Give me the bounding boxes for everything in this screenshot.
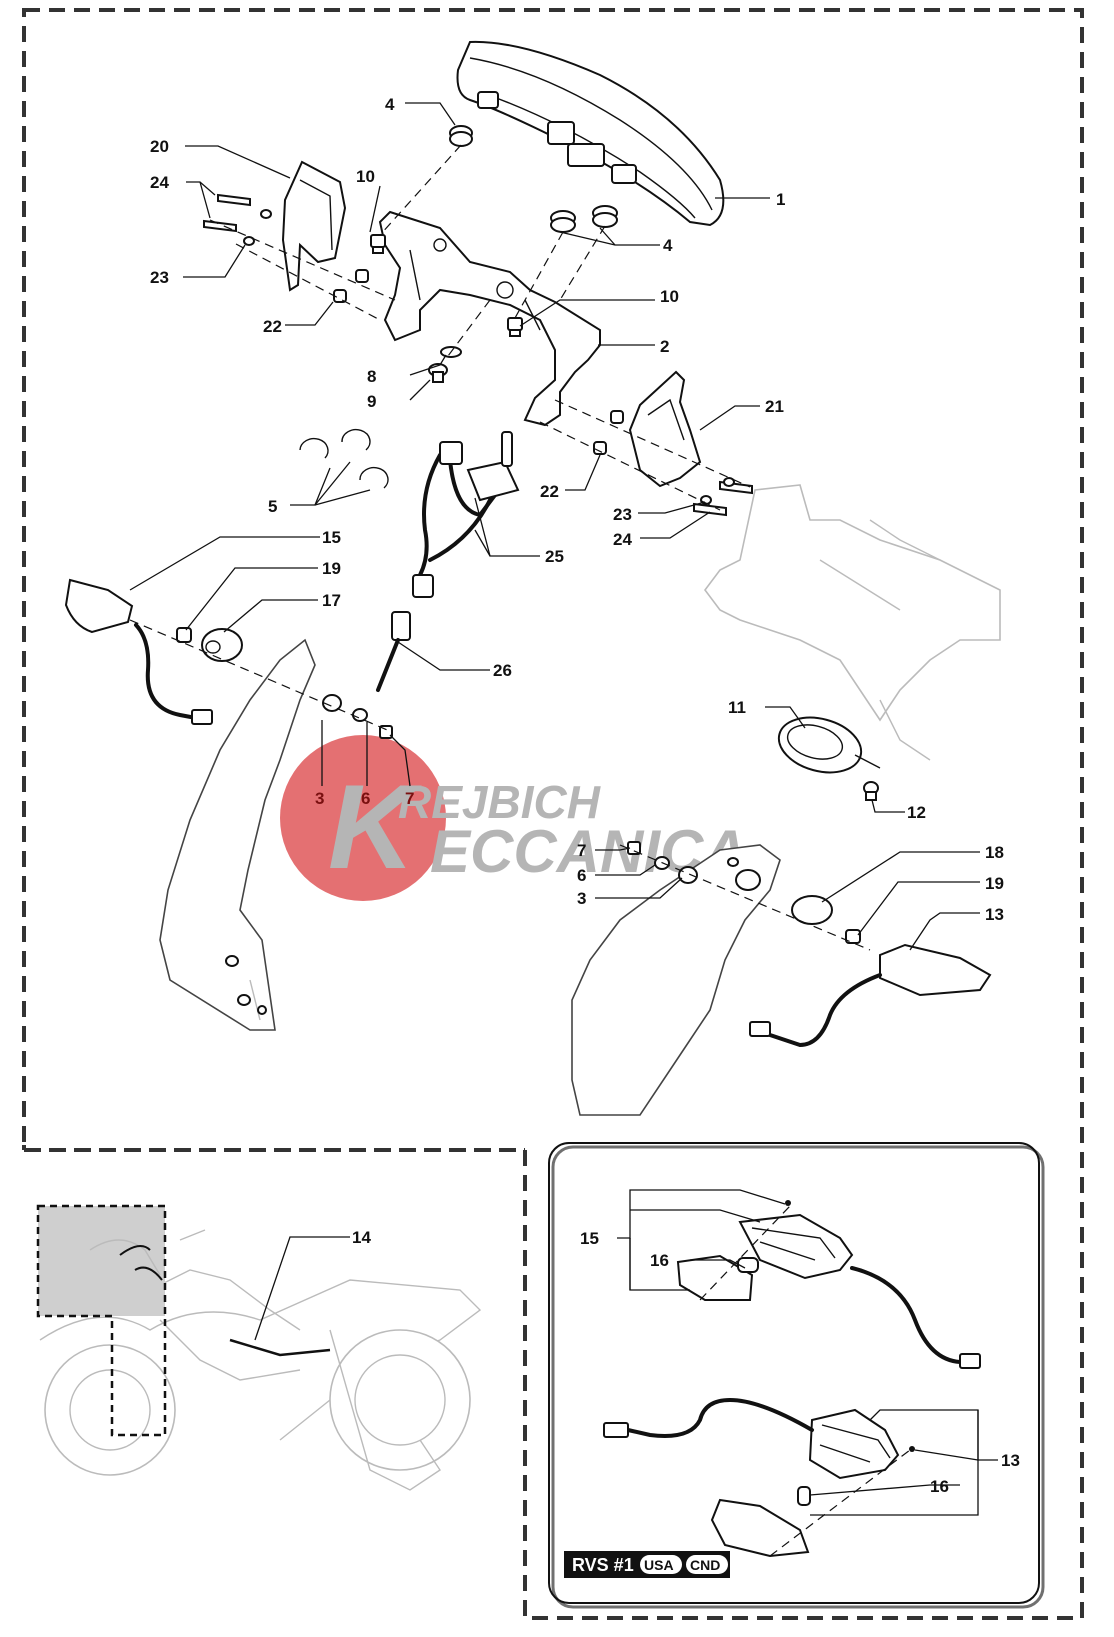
callout-6-right: 6 <box>577 866 586 885</box>
callout-24-left: 24 <box>150 173 169 192</box>
callout-4-mid: 4 <box>663 236 673 255</box>
callout-25: 25 <box>545 547 564 566</box>
connector-cable-26 <box>376 611 411 692</box>
callout-22-right: 22 <box>540 482 559 501</box>
turn-signal-left <box>64 578 213 725</box>
callout-6-left: 6 <box>361 789 370 808</box>
leader-lines <box>129 102 980 951</box>
watermark-logo: K REJBICH ECCANICA <box>280 735 747 901</box>
callout-21: 21 <box>765 397 784 416</box>
callout-19-left: 19 <box>322 559 341 578</box>
rubber-mount-17 <box>201 628 243 662</box>
callout-7-right: 7 <box>577 841 586 860</box>
grommet-4-mid-left <box>550 210 576 233</box>
inset-callout-16-lower: 16 <box>930 1477 949 1496</box>
side-bracket-left <box>281 160 347 292</box>
ignition-lock-11 <box>777 716 881 774</box>
wiring-harness-25 <box>412 431 520 598</box>
callout-14: 14 <box>352 1228 371 1247</box>
bolts-24-left <box>203 193 251 233</box>
grommet-4-mid-right <box>592 205 618 228</box>
callout-20: 20 <box>150 137 169 156</box>
callout-13-top: 13 <box>985 905 1004 924</box>
washer-23-left-b <box>243 236 255 246</box>
rubber-mount-18 <box>791 895 833 925</box>
washer-23-left-a <box>260 209 272 219</box>
bulb-19-left <box>176 627 192 643</box>
variant-inset-box: 15 16 13 16 RVS #1 USA CND <box>548 1142 1045 1609</box>
screw-12 <box>863 781 879 801</box>
spacer-22-left <box>333 269 369 303</box>
support-bracket <box>378 210 601 427</box>
inset-turn-signal-upper <box>676 1200 981 1369</box>
assembly-axis-lines <box>129 144 871 951</box>
wire-clips-5 <box>299 428 389 489</box>
mount-3-6-7-left <box>322 694 393 739</box>
watermark-monogram: K <box>328 760 422 894</box>
washer-23-right-a <box>723 477 735 487</box>
inset-turn-signal-lower <box>603 1397 915 1558</box>
turn-signal-right <box>749 943 992 1048</box>
callout-1: 1 <box>776 190 785 209</box>
callout-23-right: 23 <box>613 505 632 524</box>
motorcycle-locator: 14 <box>36 1204 482 1491</box>
inset-callout-13: 13 <box>1001 1451 1020 1470</box>
callout-3-left: 3 <box>315 789 324 808</box>
fairing-panel-right <box>571 844 781 1116</box>
callout-2: 2 <box>660 337 669 356</box>
instrument-cluster <box>456 40 725 227</box>
bulb-19-right <box>845 929 861 944</box>
callout-labels: 4 1 4 10 10 2 8 9 20 24 23 22 21 22 23 2… <box>150 95 1004 924</box>
callout-24-right: 24 <box>613 530 632 549</box>
variant-label: RVS #1 USA CND <box>564 1551 730 1578</box>
callout-8: 8 <box>367 367 376 386</box>
spacer-22-right <box>593 410 624 455</box>
grommet-4-top <box>449 125 473 147</box>
side-bracket-right <box>628 370 702 488</box>
inset-callout-16-upper: 16 <box>650 1251 669 1270</box>
callout-19-right: 19 <box>985 874 1004 893</box>
callout-12: 12 <box>907 803 926 822</box>
screw-10-left <box>370 234 386 254</box>
watermark-line1: REJBICH <box>398 776 601 828</box>
callout-9: 9 <box>367 392 376 411</box>
locator-highlight <box>38 1206 165 1316</box>
callout-5: 5 <box>268 497 277 516</box>
screw-10-right <box>507 317 523 337</box>
badge-usa: USA <box>644 1557 674 1573</box>
callout-18: 18 <box>985 843 1004 862</box>
callout-10-right: 10 <box>660 287 679 306</box>
badge-cnd: CND <box>690 1557 720 1573</box>
frame-ghost <box>704 484 1001 761</box>
inset-callout-15: 15 <box>580 1229 599 1248</box>
callout-4-top: 4 <box>385 95 395 114</box>
fairing-panel-left <box>159 638 316 1031</box>
callout-3-right: 3 <box>577 889 586 908</box>
callout-22-left: 22 <box>263 317 282 336</box>
callout-11: 11 <box>728 698 746 717</box>
callout-17: 17 <box>322 591 341 610</box>
callout-26: 26 <box>493 661 512 680</box>
screw-9 <box>428 363 448 383</box>
callout-7-left: 7 <box>405 789 414 808</box>
callout-15-top: 15 <box>322 528 341 547</box>
callout-23-left: 23 <box>150 268 169 287</box>
callout-10-left: 10 <box>356 167 375 186</box>
variant-title: RVS #1 <box>572 1555 634 1575</box>
